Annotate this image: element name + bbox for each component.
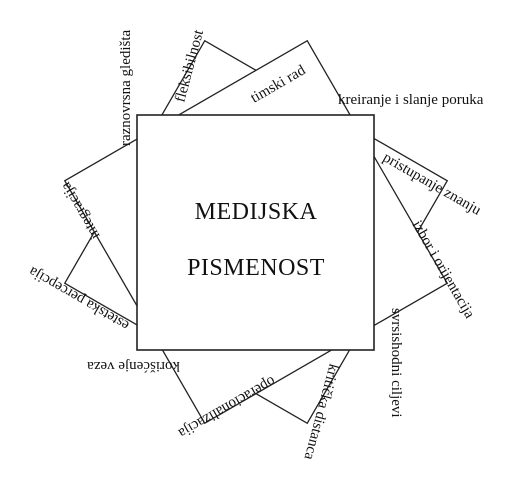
main-square	[136, 114, 375, 351]
center-title-line1: MEDIJSKA	[195, 199, 318, 225]
label-kreiranje: kreiranje i slanje poruka	[338, 92, 484, 108]
label-koriscenje: korišćenje veza	[87, 358, 180, 374]
label-svrsishodni: svrsishodni ciljevi	[388, 308, 404, 418]
center-title-line2: PISMENOST	[187, 255, 325, 281]
label-raznovrsna-gledista: raznovrsna gledišta	[118, 29, 134, 146]
